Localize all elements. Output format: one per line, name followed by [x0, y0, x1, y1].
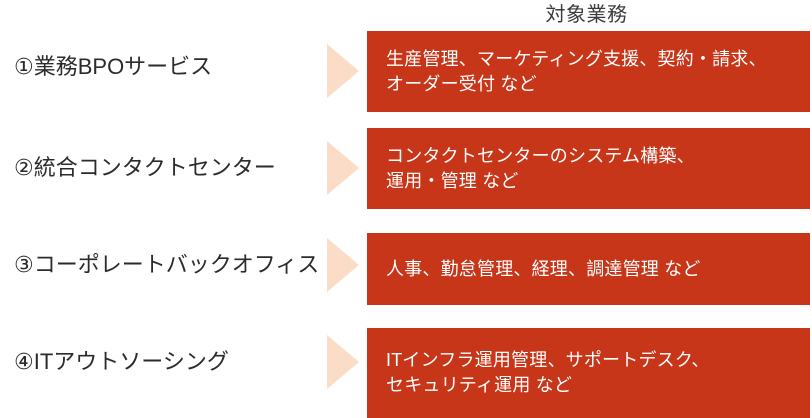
service-description-text: コンタクトセンターのシステム構築、 運用・管理 など — [386, 145, 695, 191]
service-description-text: 人事、勤怠管理、経理、調達管理 など — [386, 258, 701, 279]
service-row: ①業務BPOサービス 生産管理、マーケティング支援、契約・請求、 オーダー受付 … — [0, 0, 812, 120]
column-header: 対象業務 — [367, 3, 810, 27]
service-row: ②統合コンタクトセンター コンタクトセンターのシステム構築、 運用・管理 など — [0, 120, 812, 217]
service-label: ③コーポレートバックオフィス — [14, 252, 320, 277]
service-row: ③コーポレートバックオフィス 人事、勤怠管理、経理、調達管理 など — [0, 217, 812, 314]
arrow-right-icon — [325, 139, 361, 197]
arrow-right-icon — [325, 42, 361, 100]
service-description-box: 生産管理、マーケティング支援、契約・請求、 オーダー受付 など — [367, 31, 810, 112]
service-description-box: 人事、勤怠管理、経理、調達管理 など — [367, 233, 810, 305]
arrow-right-icon — [325, 333, 361, 391]
service-description-text: 生産管理、マーケティング支援、契約・請求、 オーダー受付 など — [386, 48, 767, 94]
service-description-text: ITインフラ運用管理、サポートデスク、 セキュリティ運用 など — [386, 350, 710, 395]
service-label: ④ITアウトソーシング — [14, 349, 229, 374]
service-label: ①業務BPOサービス — [14, 54, 213, 79]
service-row: ④ITアウトソーシング ITインフラ運用管理、サポートデスク、 セキュリティ運用… — [0, 314, 812, 418]
column-header-label: 対象業務 — [545, 4, 628, 26]
service-label: ②統合コンタクトセンター — [14, 155, 276, 180]
arrow-right-icon — [325, 236, 361, 294]
service-description-box: ITインフラ運用管理、サポートデスク、 セキュリティ運用 など — [367, 328, 810, 418]
service-description-box: コンタクトセンターのシステム構築、 運用・管理 など — [367, 128, 810, 209]
